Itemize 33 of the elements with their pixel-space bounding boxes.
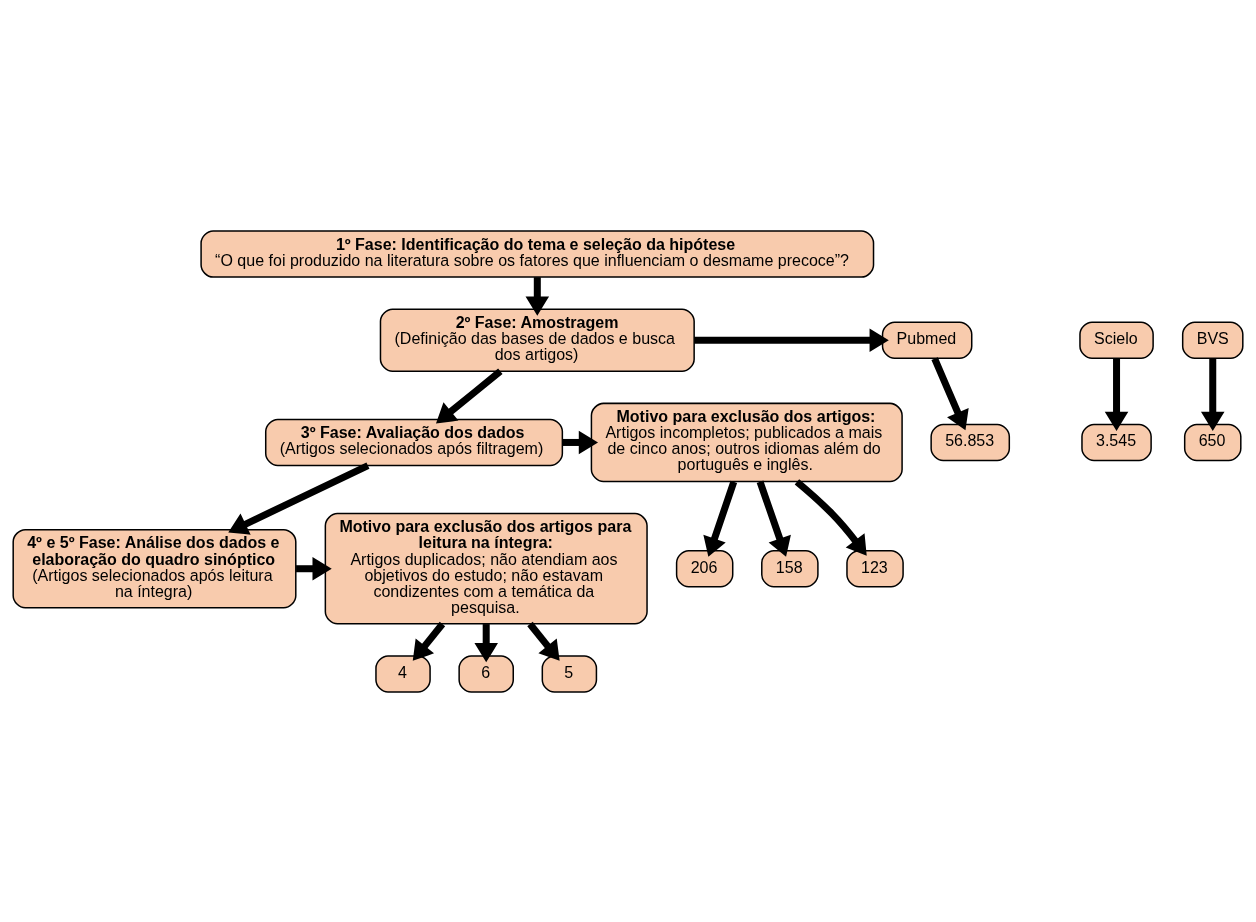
node-box: Motivo para exclusão dos artigos: Artigos incompletos; publicados a mais de cinco anos; outros idiomas além do português e inglês. (590, 402, 903, 482)
node-box: 5 (541, 654, 598, 693)
arrow (527, 621, 560, 661)
arrow (794, 478, 867, 556)
node-box: 3º Fase: Avaliação dos dados (Artigos selecionados após filtragem) (265, 418, 564, 466)
arrow (562, 430, 599, 454)
node-box: 3.545 (1081, 423, 1152, 461)
arrow (703, 480, 738, 557)
arrow (1104, 358, 1129, 431)
node-box: Pubmed (881, 320, 973, 359)
node-box: BVS (1181, 320, 1244, 359)
arrow (412, 621, 446, 661)
node-box: 6 (458, 654, 514, 693)
node-box: 4º e 5º Fase: Análise dos dados e elaboração do quadro sinóptico (Artigos selecionados após leitura na íntegra) (12, 528, 297, 609)
node-box: 158 (761, 549, 819, 587)
node-box: 650 (1183, 423, 1242, 461)
arrow (694, 327, 889, 352)
node-box: 2º Fase: Amostragem (Definição das bases de dados e busca dos artigos) (379, 307, 695, 372)
arrow (525, 276, 550, 316)
node-box: Scielo (1079, 320, 1154, 359)
arrow (228, 461, 370, 535)
arrow (931, 356, 969, 430)
arrow (474, 623, 498, 662)
arrow (296, 556, 332, 580)
arrow (436, 368, 503, 424)
node-box: 56.853 (930, 423, 1011, 461)
node-box: 206 (675, 549, 734, 587)
node-box: 1º Fase: Identificação do tema e seleção da hipótese “O que foi produzido na literatura sobre os fatores que influenciam o desmame precoce”? (200, 229, 875, 278)
node-box: 4 (375, 654, 431, 693)
arrow (756, 480, 791, 557)
node-box: 123 (846, 549, 904, 587)
node-box: Motivo para exclusão dos artigos para leitura na íntegra: Artigos duplicados; não atendiam aos objetivos do estudo; não estavam condizentes com a temática da pesquisa. (324, 512, 648, 625)
arrow (1200, 358, 1225, 431)
